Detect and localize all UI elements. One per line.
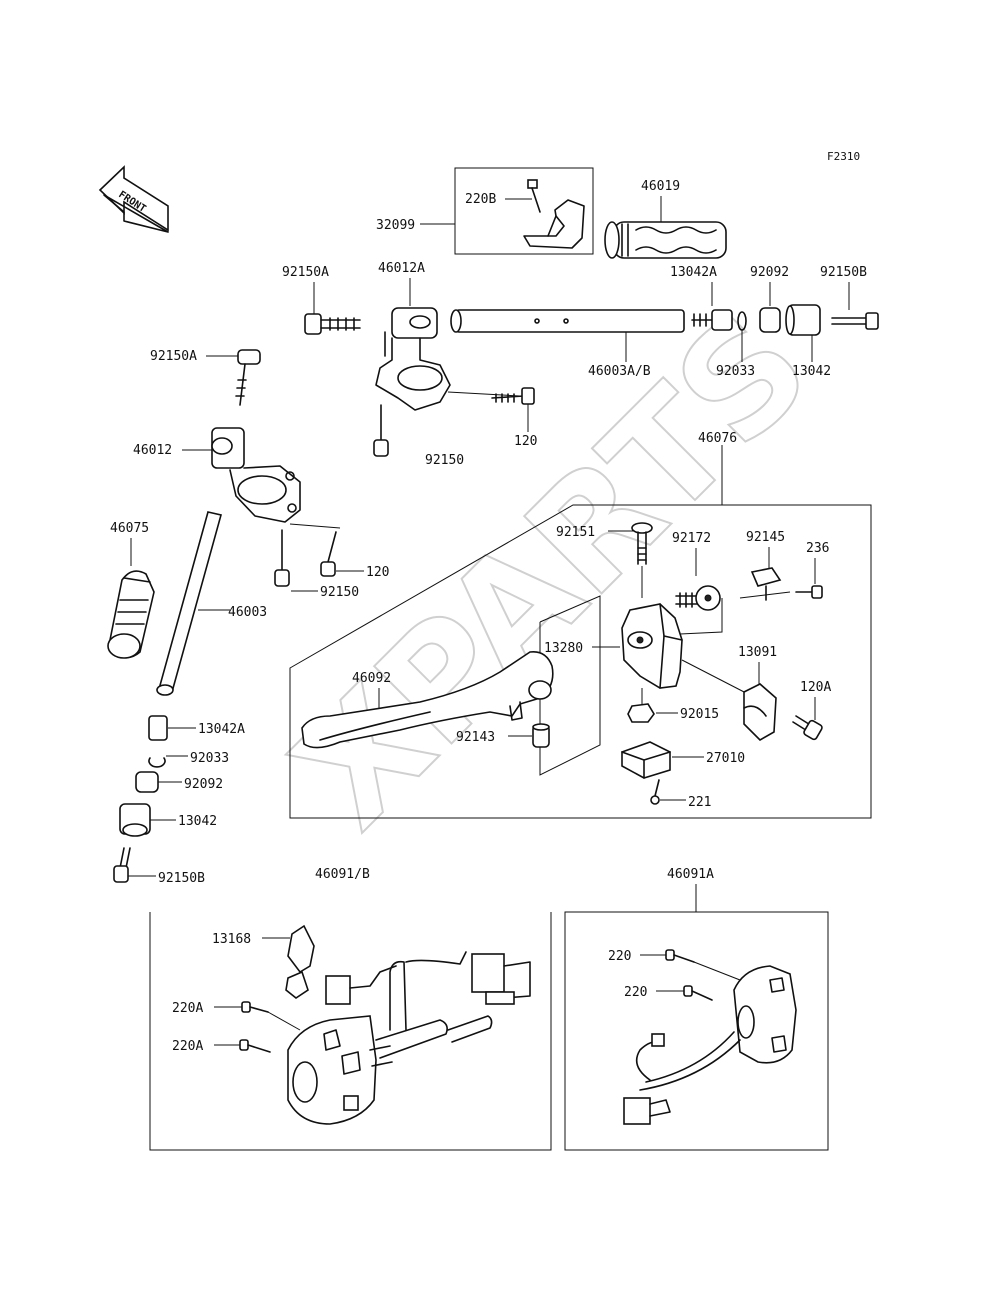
screw-120-mid bbox=[320, 531, 337, 577]
screw-220A-1 bbox=[241, 1001, 269, 1013]
bolt-92150A-top bbox=[304, 313, 361, 335]
weight-13042A-left bbox=[148, 715, 168, 741]
handlebar-tube-46003 bbox=[156, 511, 222, 696]
label-92150B-left: 92150B bbox=[158, 871, 205, 886]
clamp-46012 bbox=[211, 427, 301, 523]
clamp-46012A bbox=[375, 307, 451, 411]
screw-220A-2 bbox=[239, 1039, 271, 1053]
label-120A: 120A bbox=[800, 680, 831, 695]
front-arrow-icon: FRONT bbox=[98, 165, 169, 233]
lh-switch-housing bbox=[287, 1015, 393, 1125]
lh-switch-frame bbox=[149, 912, 552, 1151]
label-92172: 92172 bbox=[672, 531, 711, 546]
label-220A-2: 220A bbox=[172, 1039, 203, 1054]
rubber-92092-top bbox=[759, 307, 781, 333]
label-236: 236 bbox=[806, 541, 829, 556]
label-221: 221 bbox=[688, 795, 711, 810]
screw-221 bbox=[650, 779, 660, 805]
label-32099: 32099 bbox=[376, 218, 415, 233]
bolt-120A bbox=[792, 715, 823, 741]
label-92092-left: 92092 bbox=[184, 777, 223, 792]
rubber-92092-left bbox=[135, 771, 159, 793]
lh-switch-wiring bbox=[325, 951, 531, 1059]
weight-13042-left bbox=[119, 803, 151, 837]
label-46091A: 46091A bbox=[667, 867, 714, 882]
label-120-top: 120 bbox=[514, 434, 537, 449]
label-92150B-top: 92150B bbox=[820, 265, 867, 280]
label-92150A-top: 92150A bbox=[282, 265, 329, 280]
screw-120-top bbox=[491, 387, 535, 405]
watermark: XPARTS bbox=[262, 280, 843, 861]
label-220B: 220B bbox=[465, 192, 496, 207]
label-46003AB: 46003A/B bbox=[588, 364, 651, 379]
label-220A-1: 220A bbox=[172, 1001, 203, 1016]
screw-220B bbox=[527, 179, 541, 213]
figure-code: F2310 bbox=[827, 150, 860, 163]
label-13280: 13280 bbox=[544, 641, 583, 656]
label-46019: 46019 bbox=[641, 179, 680, 194]
screw-220-1 bbox=[665, 949, 741, 981]
weight-13042-top bbox=[785, 304, 821, 336]
nut-92015 bbox=[627, 703, 655, 723]
rh-switch-housing bbox=[733, 965, 797, 1064]
label-13042-top: 13042 bbox=[792, 364, 831, 379]
label-46092: 46092 bbox=[352, 671, 391, 686]
label-92145: 92145 bbox=[746, 530, 785, 545]
pivot-bolt-92151 bbox=[631, 522, 653, 565]
label-92033-top: 92033 bbox=[716, 364, 755, 379]
collar-92143 bbox=[532, 723, 550, 748]
screw-92150-top bbox=[373, 404, 389, 457]
grip-46019 bbox=[604, 221, 727, 259]
clutch-lever-frame bbox=[289, 504, 872, 819]
label-46076: 46076 bbox=[698, 431, 737, 446]
label-92150-mid: 92150 bbox=[320, 585, 359, 600]
label-46003: 46003 bbox=[228, 605, 267, 620]
label-92150-top: 92150 bbox=[425, 453, 464, 468]
label-46075: 46075 bbox=[110, 521, 149, 536]
bolt-92150B-top bbox=[831, 312, 879, 330]
label-92092-top: 92092 bbox=[750, 265, 789, 280]
label-46012A: 46012A bbox=[378, 261, 425, 276]
label-27010: 27010 bbox=[706, 751, 745, 766]
cover-13168 bbox=[285, 924, 315, 999]
throttle-housing-32099 bbox=[523, 199, 585, 249]
label-92015: 92015 bbox=[680, 707, 719, 722]
label-220-1: 220 bbox=[608, 949, 631, 964]
bolt-92150A-left bbox=[235, 349, 261, 406]
weight-13042A-top bbox=[691, 309, 733, 331]
lever-holder-13280 bbox=[621, 603, 683, 689]
screw-220-2 bbox=[683, 985, 713, 1001]
bolt-92150B-left bbox=[113, 847, 131, 883]
label-92150A-left: 92150A bbox=[150, 349, 197, 364]
screw-236 bbox=[795, 585, 823, 599]
grip-46075 bbox=[107, 570, 155, 659]
label-92033-left: 92033 bbox=[190, 751, 229, 766]
label-13042-left: 13042 bbox=[178, 814, 217, 829]
label-13042A-left: 13042A bbox=[198, 722, 245, 737]
handlebar-tube-46003AB bbox=[450, 309, 685, 333]
rh-switch-wiring bbox=[623, 1031, 741, 1125]
label-13168: 13168 bbox=[212, 932, 251, 947]
clutch-lever-46092 bbox=[301, 650, 554, 749]
throttle-housing-frame bbox=[454, 167, 594, 255]
switch-92145 bbox=[750, 567, 782, 601]
circlip-92033-left bbox=[148, 757, 166, 768]
label-92143: 92143 bbox=[456, 730, 495, 745]
clamp-13091 bbox=[743, 683, 777, 741]
switch-27010 bbox=[621, 741, 671, 779]
screw-92150-mid bbox=[274, 529, 290, 587]
label-46012: 46012 bbox=[133, 443, 172, 458]
label-92151: 92151 bbox=[556, 525, 595, 540]
label-220-2: 220 bbox=[624, 985, 647, 1000]
adjuster-92172 bbox=[675, 585, 721, 611]
label-46091B: 46091/B bbox=[315, 867, 370, 882]
label-120-mid: 120 bbox=[366, 565, 389, 580]
label-13091: 13091 bbox=[738, 645, 777, 660]
label-13042A-top: 13042A bbox=[670, 265, 717, 280]
